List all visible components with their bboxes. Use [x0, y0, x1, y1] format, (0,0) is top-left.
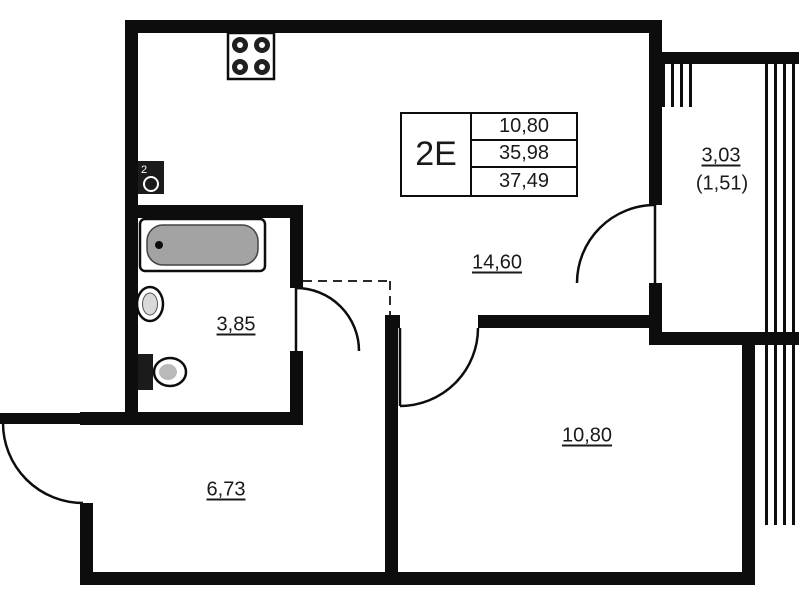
bedroom-area-label: 10,80 — [561, 424, 613, 447]
wall-balcony-top — [662, 52, 799, 64]
bathtub-icon — [138, 217, 267, 273]
unit-area-table: 2E 10,80 35,98 37,49 — [400, 112, 578, 197]
wall-exterior-top — [125, 20, 662, 33]
bathroom-area-label: 3,85 — [216, 313, 256, 336]
unit-area-without-balcony: 35,98 — [472, 141, 576, 168]
entry-door-arc — [1, 422, 84, 505]
wall-bedroom-west — [385, 315, 398, 585]
wall-exterior-left-lower — [80, 503, 93, 585]
balcony-coefficient-area-label: (1,51) — [695, 172, 749, 195]
balcony-door-arc — [575, 203, 656, 284]
wall-bathroom-right-upper — [290, 205, 303, 288]
kitchen-living-area-label: 14,60 — [471, 251, 523, 274]
facade-glazing-lower-right — [765, 345, 799, 525]
sink-icon — [135, 285, 165, 323]
wall-balcony-bottom — [649, 332, 799, 345]
stove-icon — [226, 31, 276, 81]
unit-type-label: 2E — [402, 114, 472, 195]
open-plan-dashed-boundary — [303, 280, 391, 315]
wall-bathroom-top — [138, 205, 303, 218]
unit-total-area: 37,49 — [498, 170, 550, 192]
entry-door-leaf — [0, 413, 83, 424]
wall-bedroom-east — [742, 345, 755, 585]
washer-badge-label: 2 — [141, 164, 147, 176]
toilet-icon — [138, 354, 188, 390]
wall-exterior-left-upper — [125, 20, 138, 425]
balcony-area-label: 3,03 — [701, 144, 741, 167]
hallway-area-label: 6,73 — [206, 478, 246, 501]
bathroom-door-arc — [295, 286, 361, 352]
bedroom-door-arc — [399, 327, 480, 408]
wall-bathroom-right-lower — [290, 351, 303, 412]
wall-right-below-balcony-door — [649, 283, 662, 345]
balcony-glazing-right — [765, 52, 799, 345]
unit-living-area: 10,80 — [472, 114, 576, 141]
wall-living-bedroom-divider-east — [478, 315, 662, 328]
wall-right-upper — [649, 20, 662, 205]
washing-machine-icon: 2 — [138, 161, 164, 194]
wall-entry-jog-and-bathroom-bottom — [80, 412, 303, 425]
wall-exterior-bottom — [80, 572, 755, 585]
